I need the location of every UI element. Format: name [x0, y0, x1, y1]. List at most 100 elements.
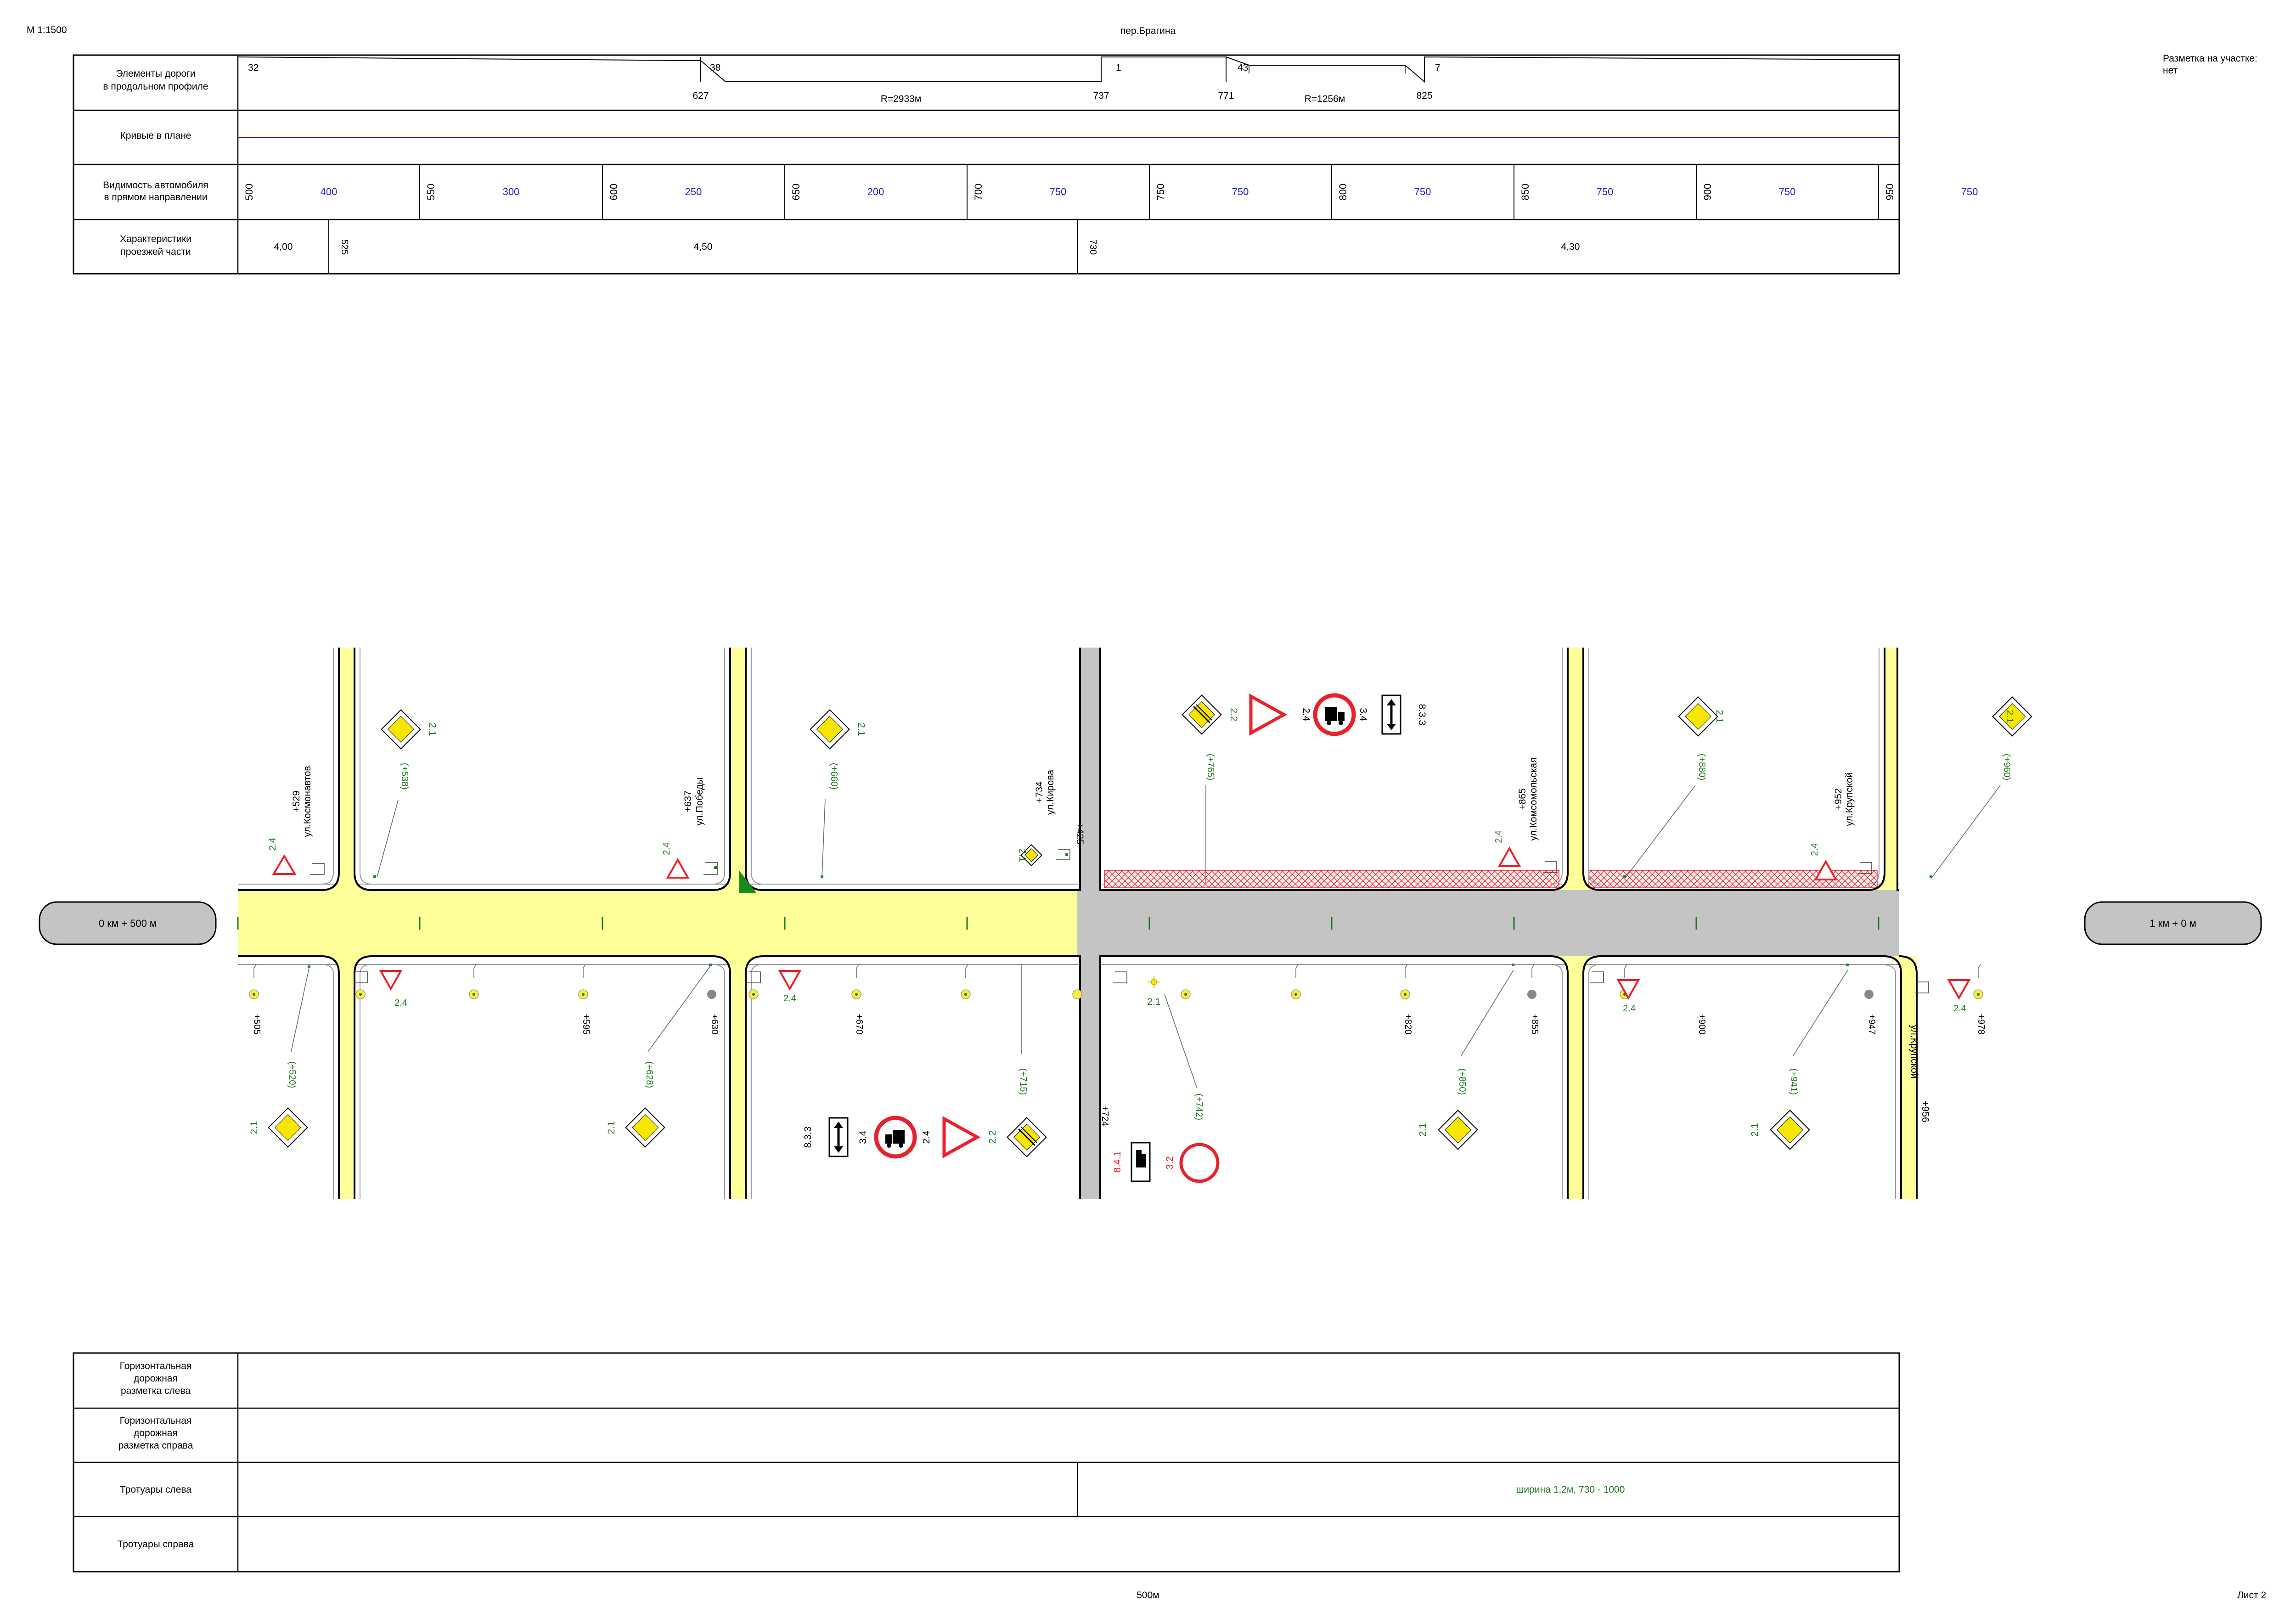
sign-station: (+715) — [1018, 1068, 1028, 1095]
sign-station: (+520) — [287, 1061, 297, 1088]
profile-radius: R=2933м — [881, 94, 922, 104]
visibility-station: 700 — [973, 184, 984, 201]
pole-station: +630 — [709, 1014, 720, 1034]
grade-value: 7 — [1435, 62, 1441, 73]
row-label-marking-left-3: разметка слева — [121, 1386, 191, 1396]
street-name: ул.Кирова — [1045, 770, 1056, 815]
grade-value: 1 — [1116, 62, 1121, 73]
end-chainage: 1 км + 0 м — [2084, 901, 2262, 945]
visibility-station: 900 — [1702, 184, 1713, 201]
visibility-station: 600 — [608, 184, 619, 201]
pole-station: +670 — [854, 1014, 864, 1034]
row-label-sidewalk-right: Тротуары справа — [118, 1539, 194, 1550]
sign-station: (+538) — [400, 763, 410, 789]
profile-point: 737 — [1093, 90, 1109, 101]
grade-value: 38 — [710, 62, 720, 73]
both-directions-plate — [828, 1117, 849, 1157]
grade-value: 43 — [1238, 62, 1248, 73]
sign-code: 3.4 — [1358, 708, 1368, 722]
row-label-sidewalk-left: Тротуары слева — [120, 1484, 191, 1495]
marking-label: Разметка на участке: — [2163, 53, 2257, 64]
sign-code: 2.1 — [427, 722, 438, 736]
truck-plate — [1131, 1142, 1151, 1182]
street-name: ул.Победы — [694, 777, 705, 825]
street-name: ул.Комсомольская — [1528, 758, 1539, 841]
visibility-station: 650 — [790, 184, 802, 201]
sign-station: (+850) — [1457, 1068, 1467, 1095]
sign-station: (+941) — [1789, 1068, 1799, 1095]
sign-code: 2.4 — [921, 1130, 932, 1144]
sign-code: 2.4 — [268, 838, 278, 851]
small-yield-signs — [272, 846, 1971, 1000]
street-station: +952 — [1833, 788, 1844, 810]
extra-station: +425 — [1075, 823, 1085, 844]
profile-point: 825 — [1416, 90, 1432, 101]
sign-code: 2.4 — [783, 993, 796, 1004]
sign-code: 2.1 — [1418, 1123, 1428, 1136]
visibility-station: 500 — [243, 184, 255, 201]
profile-point: 771 — [1218, 90, 1234, 101]
pole-markers — [249, 964, 1983, 999]
profile-line — [237, 56, 1900, 83]
street-name: ул.Крупской — [1844, 772, 1855, 826]
visibility-station: 950 — [1884, 184, 1896, 201]
pole-station: +900 — [1697, 1014, 1707, 1034]
sign-code: 3.2 — [1165, 1156, 1175, 1169]
arrow-marker-icon — [739, 871, 757, 893]
carriageway-width: 4,50 — [694, 242, 713, 252]
bottom-table: Горизонтальная дорожная разметка слева Г… — [73, 1352, 1900, 1573]
visibility-value: 750 — [1232, 186, 1249, 197]
row-label-marking-left-2: дорожная — [134, 1373, 178, 1384]
svg-text:0 км + 500 м: 0 км + 500 м — [99, 918, 157, 929]
carriageway-width: 4,00 — [274, 242, 293, 252]
sign-code: 8.3.3 — [1417, 704, 1427, 726]
sign-station: (+628) — [644, 1061, 654, 1088]
end-priority-signs — [1007, 694, 1222, 1157]
start-chainage: 0 км + 500 м — [39, 901, 217, 945]
sign-code: 8.4.1 — [1112, 1151, 1123, 1173]
street-station: +865 — [1517, 788, 1528, 810]
sign-code: 2.4 — [1810, 843, 1820, 856]
sidewalk-hatch — [1104, 870, 1559, 888]
row-label-carriageway: Характеристики — [120, 234, 191, 244]
visibility-value: 200 — [867, 186, 884, 197]
street-station: +529 — [291, 790, 302, 812]
row-label-marking-right: Горизонтальная — [120, 1415, 192, 1426]
row-label-marking-right-3: разметка справа — [118, 1440, 193, 1451]
sign-code: 2.2 — [1228, 708, 1239, 721]
row-label-visibility-2: в прямом направлении — [104, 192, 207, 203]
street-station: +956 — [1920, 1100, 1930, 1122]
carriageway-width: 4,30 — [1561, 242, 1580, 252]
row-label-profile-2: в продольном профиле — [103, 81, 208, 92]
sign-code: 2.2 — [987, 1130, 998, 1144]
carriageway-break: 525 — [339, 239, 349, 254]
pole-station: +978 — [1976, 1014, 1986, 1034]
no-trucks-sign — [1313, 693, 1356, 736]
street-name: ул.Космонавтов — [302, 766, 313, 837]
sign-station: (+742) — [1194, 1094, 1204, 1120]
row-label-curves: Кривые в плане — [120, 130, 191, 141]
grade-value: 32 — [248, 62, 259, 73]
sidewalk-left-value: ширина 1,2м, 730 - 1000 — [1516, 1484, 1625, 1495]
street-station: +734 — [1034, 781, 1045, 803]
visibility-station: 800 — [1337, 184, 1349, 201]
footer-sheet: Лист 2 — [2237, 1590, 2266, 1601]
sign-code: 2.1 — [1714, 710, 1725, 723]
street-station: +637 — [683, 790, 693, 812]
pole-station: +855 — [1530, 1014, 1540, 1034]
sign-code: 8.3.3 — [803, 1127, 813, 1148]
visibility-station: 550 — [425, 184, 437, 201]
pole-station: +820 — [1403, 1014, 1413, 1034]
sign-code: 2.1 — [1017, 848, 1028, 862]
visibility-value: 400 — [321, 186, 338, 197]
sign-station: (+880) — [1697, 754, 1707, 780]
row-label-visibility: Видимость автомобиля — [103, 180, 208, 191]
sign-code: 2.1 — [856, 722, 867, 736]
main-road-gray — [1077, 890, 1899, 956]
sign-code: 2.1 — [249, 1121, 259, 1134]
sign-code: 2.4 — [394, 998, 407, 1008]
sign-code: 2.1 — [2004, 710, 2015, 723]
street-title: пер.Брагина — [1120, 26, 1176, 36]
sign-station: (+765) — [1205, 754, 1216, 780]
